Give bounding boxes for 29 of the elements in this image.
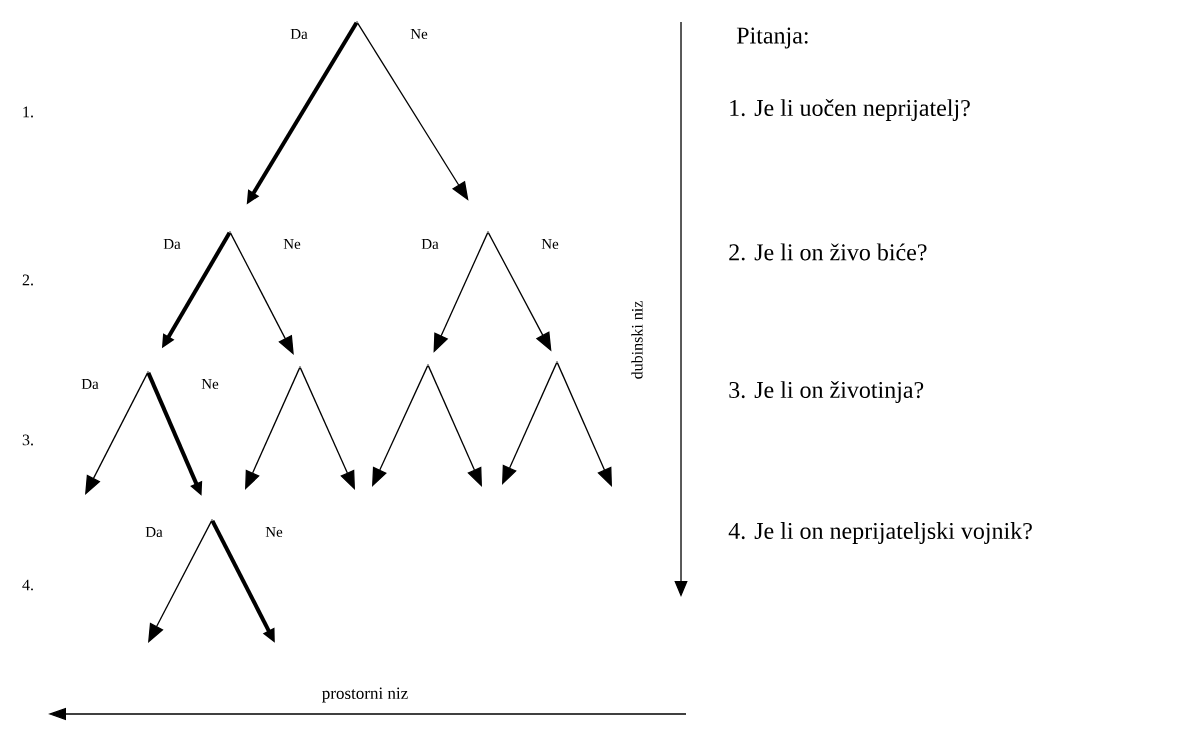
- answer-label: Da: [145, 527, 163, 537]
- arrow: [502, 362, 558, 485]
- arrow: [556, 362, 612, 487]
- question-text: 3. Je li on životinja?: [729, 381, 924, 403]
- answer-label: Ne: [201, 379, 219, 389]
- answer-label: Ne: [283, 239, 301, 249]
- answer-label: Ne: [541, 239, 559, 249]
- axis-label: prostorni niz: [322, 687, 408, 703]
- arrow: [85, 372, 149, 495]
- answer-label: Da: [421, 239, 439, 249]
- level-number: 2.: [22, 274, 33, 286]
- answer-label: Da: [163, 239, 181, 249]
- arrow: [427, 365, 482, 487]
- arrow: [372, 365, 429, 487]
- answer-label: Ne: [410, 29, 428, 39]
- arrow: [148, 520, 213, 643]
- question-text: 1. Je li uočen neprijatelj?: [730, 99, 970, 121]
- answer-label: Da: [81, 379, 99, 389]
- arrow: [299, 367, 355, 490]
- answer-label: Ne: [265, 527, 283, 537]
- level-number: 3.: [22, 434, 33, 446]
- question-text: 2. Je li on živo biće?: [729, 243, 927, 261]
- question-text: 4. Je li on neprijateljski vojnik?: [728, 522, 1032, 544]
- level-number: 1.: [23, 106, 33, 118]
- heading: Pitanja:: [736, 27, 808, 49]
- answer-label: Da: [290, 29, 308, 39]
- level-number: 4.: [22, 579, 33, 591]
- axis-label: dubinski niz: [631, 301, 643, 379]
- arrow: [245, 367, 301, 490]
